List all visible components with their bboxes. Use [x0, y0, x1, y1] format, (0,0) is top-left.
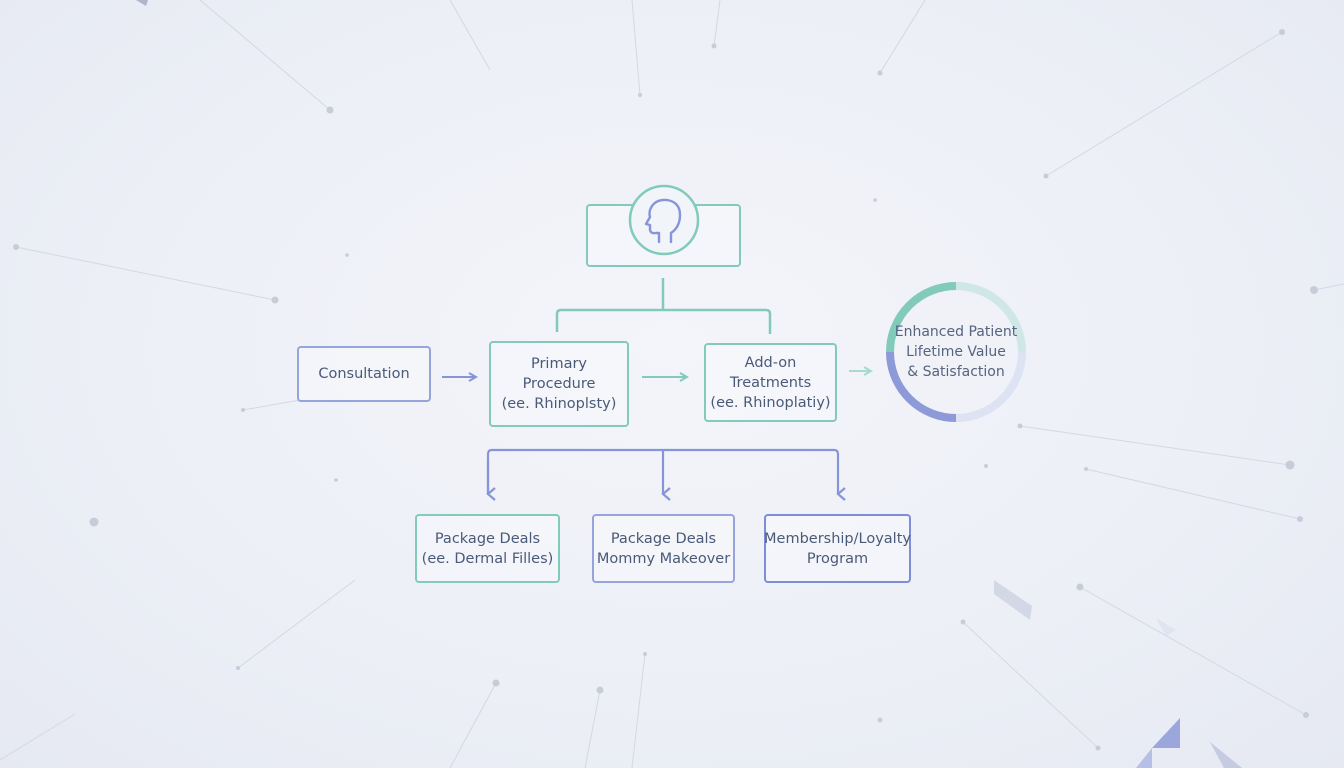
package-deals-makeover-node: Package Deals Mommy Makeover	[592, 514, 735, 583]
addon-treatments-label: Add-on Treatments (ee. Rhinoplatiy)	[710, 354, 831, 411]
head-profile-icon	[628, 184, 700, 256]
membership-loyalty-node: Membership/Loyalty Program	[764, 514, 911, 583]
membership-loyalty-label: Membership/Loyalty Program	[764, 530, 911, 567]
primary-procedure-label: Primary Procedure (ee. Rhinoplsty)	[501, 356, 617, 412]
outcome-ring	[886, 282, 1026, 422]
bottom-branch-connector	[486, 448, 846, 501]
package-deals-makeover-label: Package Deals Mommy Makeover	[596, 530, 731, 567]
package-deals-fillers-node: Package Deals (ee. Dermal Filles)	[415, 514, 560, 583]
consultation-label: Consultation	[318, 366, 410, 382]
outcome-label: Enhanced Patient Lifetime Value & Satisf…	[894, 324, 1018, 380]
package-deals-fillers-label: Package Deals (ee. Dermal Filles)	[421, 530, 554, 567]
outcome-node: Enhanced Patient Lifetime Value & Satisf…	[886, 282, 1026, 422]
consultation-node: Consultation	[297, 346, 431, 402]
primary-procedure-node: Primary Procedure (ee. Rhinoplsty)	[489, 341, 629, 427]
addon-treatments-node: Add-on Treatments (ee. Rhinoplatiy)	[704, 343, 837, 422]
root-connector	[555, 278, 772, 334]
